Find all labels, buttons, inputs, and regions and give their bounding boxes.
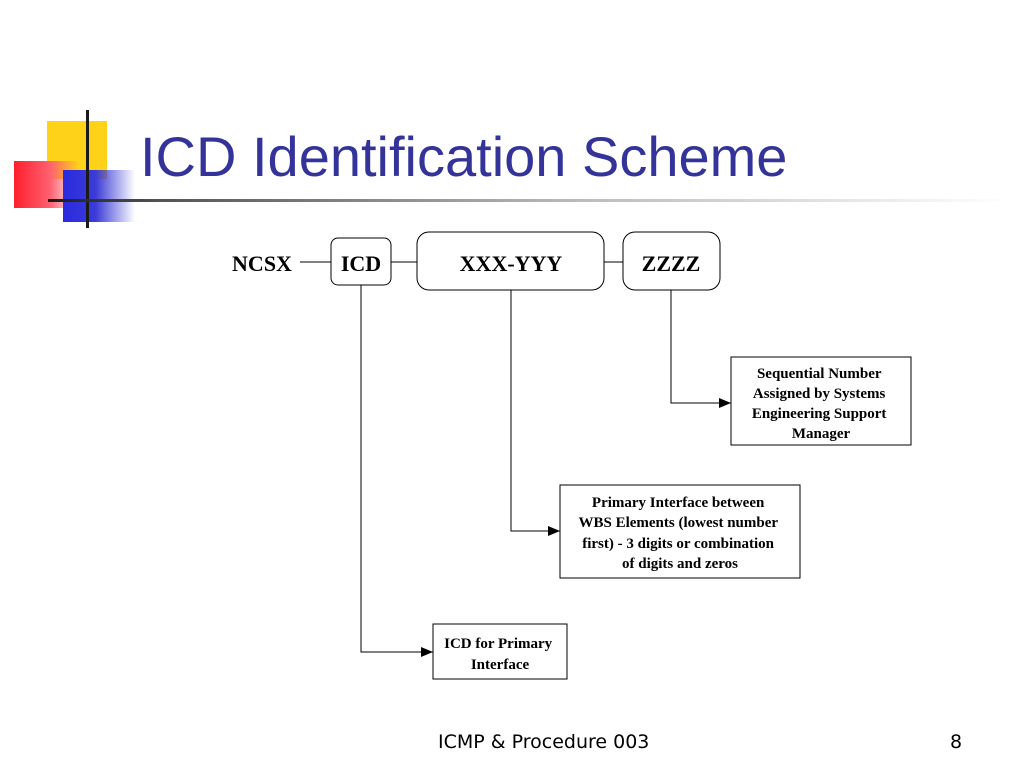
description-text-zzzz: Sequential Number Assigned by Systems En… — [752, 366, 890, 442]
description-box-xxx-yyy — [559, 484, 801, 579]
description-line: of digits and zeros — [622, 556, 738, 572]
segment-label-zzzz: ZZZZ — [642, 251, 701, 276]
arrow-xxx-yyy-to-description — [510, 290, 560, 536]
description-line: Engineering Support — [752, 406, 887, 422]
footer-label: ICMP & Procedure 003 — [438, 731, 650, 753]
description-line: Manager — [792, 426, 851, 442]
prefix-label: NCSX — [232, 251, 292, 276]
arrow-icd-to-description — [360, 285, 433, 657]
slide-number: 8 — [950, 731, 963, 753]
description-line: Interface — [471, 657, 530, 673]
title-underline — [48, 199, 1010, 202]
arrow-zzzz-to-description — [670, 290, 731, 408]
description-line: WBS Elements (lowest number — [578, 515, 778, 531]
page-title: ICD Identification Scheme — [140, 125, 788, 188]
description-text-icd: ICD for Primary Interface — [444, 636, 556, 673]
decorative-vertical-line — [86, 110, 89, 228]
description-line: Assigned by Systems — [753, 386, 886, 402]
description-box-zzzz — [730, 356, 912, 446]
description-line: ICD for Primary — [444, 636, 553, 652]
decorative-blue-square — [63, 170, 135, 222]
description-line: Sequential Number — [757, 366, 882, 382]
description-text-xxx-yyy: Primary Interface between WBS Elements (… — [578, 495, 781, 572]
description-line: first) - 3 digits or combination — [582, 536, 774, 552]
segment-label-icd: ICD — [341, 251, 381, 276]
description-box-icd — [432, 623, 568, 680]
segment-label-xxx-yyy: XXX-YYY — [460, 251, 563, 276]
description-line: Primary Interface between — [592, 495, 765, 511]
